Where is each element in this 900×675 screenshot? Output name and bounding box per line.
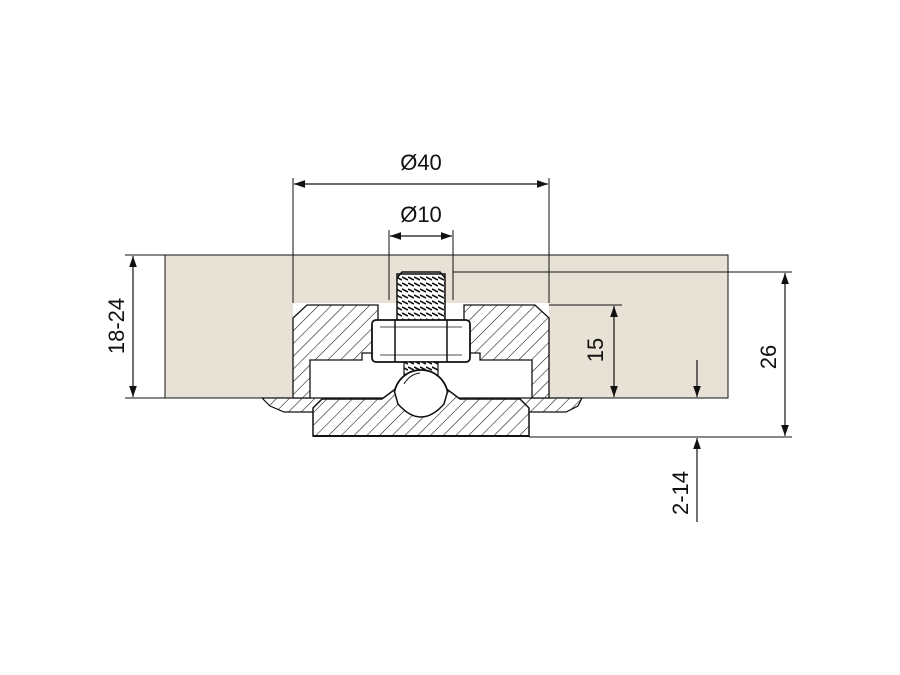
hex-nut <box>371 319 471 363</box>
threaded-bolt <box>396 273 446 323</box>
dim-label-leveling-range: 2-14 <box>668 471 693 515</box>
dim-label-housing-depth: 15 <box>583 338 608 362</box>
foot-base <box>312 388 530 437</box>
housing-left-wall <box>292 304 379 399</box>
dim-label-diameter-inner: Ø10 <box>400 202 442 227</box>
housing-right-wall <box>463 304 550 399</box>
dim-label-diameter-outer: Ø40 <box>400 150 442 175</box>
dim-label-panel-thickness: 18-24 <box>104 298 129 354</box>
dim-label-total-height: 26 <box>756 345 781 369</box>
bolt-tip <box>396 271 446 279</box>
